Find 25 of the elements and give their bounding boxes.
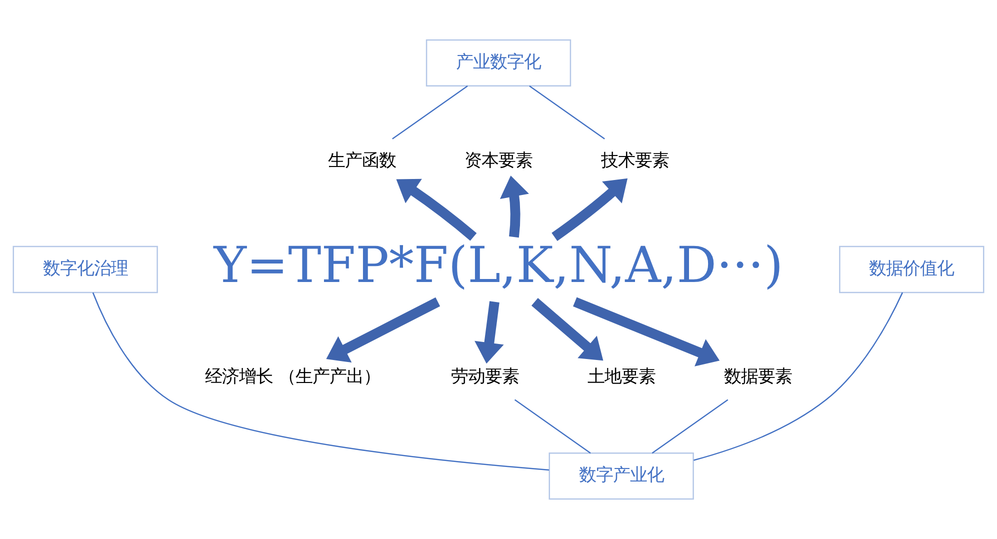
node-text: 土地要素 [587, 367, 656, 388]
node-box: 数字产业化 [548, 452, 694, 500]
node-box: 数字化治理 [12, 246, 158, 294]
arrow [500, 176, 529, 238]
node-text: Y=TFP*F(L,K,N,A,D···) [214, 236, 784, 294]
arrow [573, 297, 720, 366]
node-text: 技术要素 [600, 151, 669, 172]
node-text: 劳动要素 [450, 367, 519, 388]
node-text: 数据要素 [724, 367, 792, 388]
connector [92, 292, 550, 471]
arrow [396, 178, 477, 241]
connector [529, 85, 605, 140]
arrow [552, 178, 628, 241]
node-box: 数据价值化 [839, 246, 984, 294]
connector [392, 85, 468, 140]
connector [694, 292, 904, 461]
node-text: 经济增长 （生产产出） [204, 367, 380, 388]
arrow [531, 298, 604, 361]
node-text: 生产函数 [328, 151, 396, 172]
connector [652, 399, 728, 454]
node-box: 产业数字化 [426, 39, 572, 86]
arrow [474, 301, 504, 364]
node-text: 资本要素 [464, 151, 532, 172]
arrow [326, 297, 440, 362]
connector [514, 399, 591, 454]
